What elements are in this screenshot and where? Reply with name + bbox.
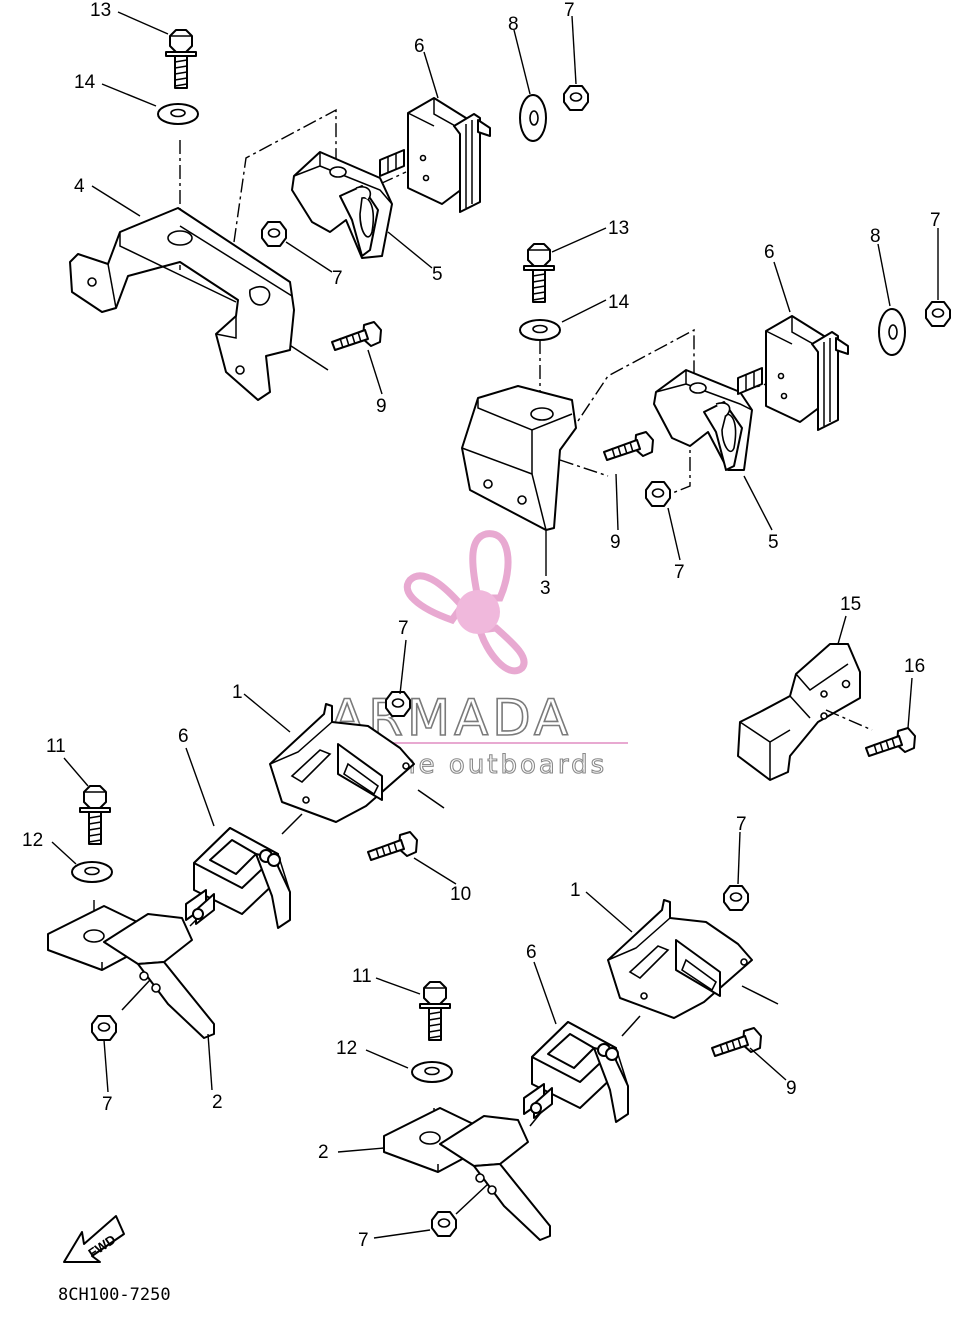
nut-7-centre xyxy=(385,691,411,717)
bracket-5-upper-left xyxy=(291,151,393,259)
upper-left-assembly xyxy=(69,29,589,401)
bolt-13-upper-right xyxy=(523,243,555,303)
callout-8: 8 xyxy=(870,226,881,247)
mount-block-6-upper-right xyxy=(737,315,849,431)
bolt-11-right xyxy=(419,981,451,1041)
callout-5: 5 xyxy=(768,532,779,553)
bolt-13-upper-left xyxy=(165,29,197,89)
callout-13: 13 xyxy=(608,218,629,239)
mount-6-lower-left xyxy=(185,827,291,929)
callout-14: 14 xyxy=(608,292,630,313)
callout-9: 9 xyxy=(786,1078,797,1099)
nut-7-top xyxy=(563,85,589,111)
callout-10: 10 xyxy=(450,884,471,905)
callout-8: 8 xyxy=(508,14,519,35)
callout-6: 6 xyxy=(178,726,189,747)
callout-11: 11 xyxy=(46,736,66,757)
nut-7-upper-right xyxy=(925,301,951,327)
nut-7-bottom xyxy=(431,1211,457,1237)
callout-7: 7 xyxy=(102,1094,113,1115)
callout-7: 7 xyxy=(736,814,747,835)
washer-8-upper-right xyxy=(878,308,906,356)
washer-12-left xyxy=(71,861,113,883)
callout-7: 7 xyxy=(930,210,941,231)
nut-7-lower-right xyxy=(723,885,749,911)
mount-block-6-upper-left xyxy=(379,97,491,213)
screw-16 xyxy=(865,727,916,757)
screw-10 xyxy=(367,831,418,861)
bolt-11-left xyxy=(79,785,111,845)
callout-3: 3 xyxy=(540,578,551,599)
callout-1: 1 xyxy=(232,682,243,703)
callout-12: 12 xyxy=(336,1038,357,1059)
callout-6: 6 xyxy=(526,942,537,963)
callout-6: 6 xyxy=(764,242,775,263)
bracket-4 xyxy=(69,207,295,401)
callout-4: 4 xyxy=(74,176,85,197)
callout-13: 13 xyxy=(90,0,111,21)
part-15-assembly xyxy=(737,643,916,781)
callout-6: 6 xyxy=(414,36,425,57)
leader-lines xyxy=(51,11,939,1239)
fwd-arrow-icon: FWD xyxy=(63,1215,125,1263)
callout-15: 15 xyxy=(840,594,861,615)
callout-5: 5 xyxy=(432,264,443,285)
mount-6-lower-right xyxy=(523,1021,629,1123)
propeller-icon xyxy=(403,530,528,675)
bracket-2-lower-right xyxy=(383,1107,551,1241)
callout-9: 9 xyxy=(376,396,387,417)
nut-7-upper-right-lower xyxy=(645,481,671,507)
bracket-3 xyxy=(461,385,577,531)
callout-14: 14 xyxy=(74,72,96,93)
nut-7-upper-left xyxy=(261,221,287,247)
callout-11: 11 xyxy=(352,966,372,987)
callout-9: 9 xyxy=(610,532,621,553)
washer-14-upper-right xyxy=(519,319,561,341)
callout-7: 7 xyxy=(564,0,575,21)
upper-right-assembly xyxy=(461,243,951,531)
bracket-5-upper-right xyxy=(653,369,753,471)
callout-7: 7 xyxy=(358,1230,369,1251)
washer-12-right xyxy=(411,1061,453,1083)
screw-9-upper-left xyxy=(331,321,382,351)
callout-7: 7 xyxy=(398,618,409,639)
callout-2: 2 xyxy=(318,1142,329,1163)
callout-1: 1 xyxy=(570,880,581,901)
washer-8-upper-left xyxy=(519,94,547,142)
callout-7: 7 xyxy=(674,562,685,583)
lower-right-assembly xyxy=(383,885,779,1241)
callout-7: 7 xyxy=(332,268,343,289)
washer-14-upper-left xyxy=(157,103,199,125)
bracket-1-lower xyxy=(607,899,753,1019)
callout-16: 16 xyxy=(904,656,925,677)
callout-numbers: 13 14 4 6 8 7 7 5 9 13 14 6 8 7 9 7 5 3 … xyxy=(22,0,941,1251)
callout-2: 2 xyxy=(212,1092,223,1113)
screw-9-upper-right xyxy=(603,431,654,461)
callout-12: 12 xyxy=(22,830,43,851)
diagram-code: 8CH100-7250 xyxy=(58,1285,171,1305)
bracket-2-lower-left xyxy=(47,905,215,1039)
nut-7-lower-left xyxy=(91,1015,117,1041)
lower-left-assembly xyxy=(47,691,445,1041)
